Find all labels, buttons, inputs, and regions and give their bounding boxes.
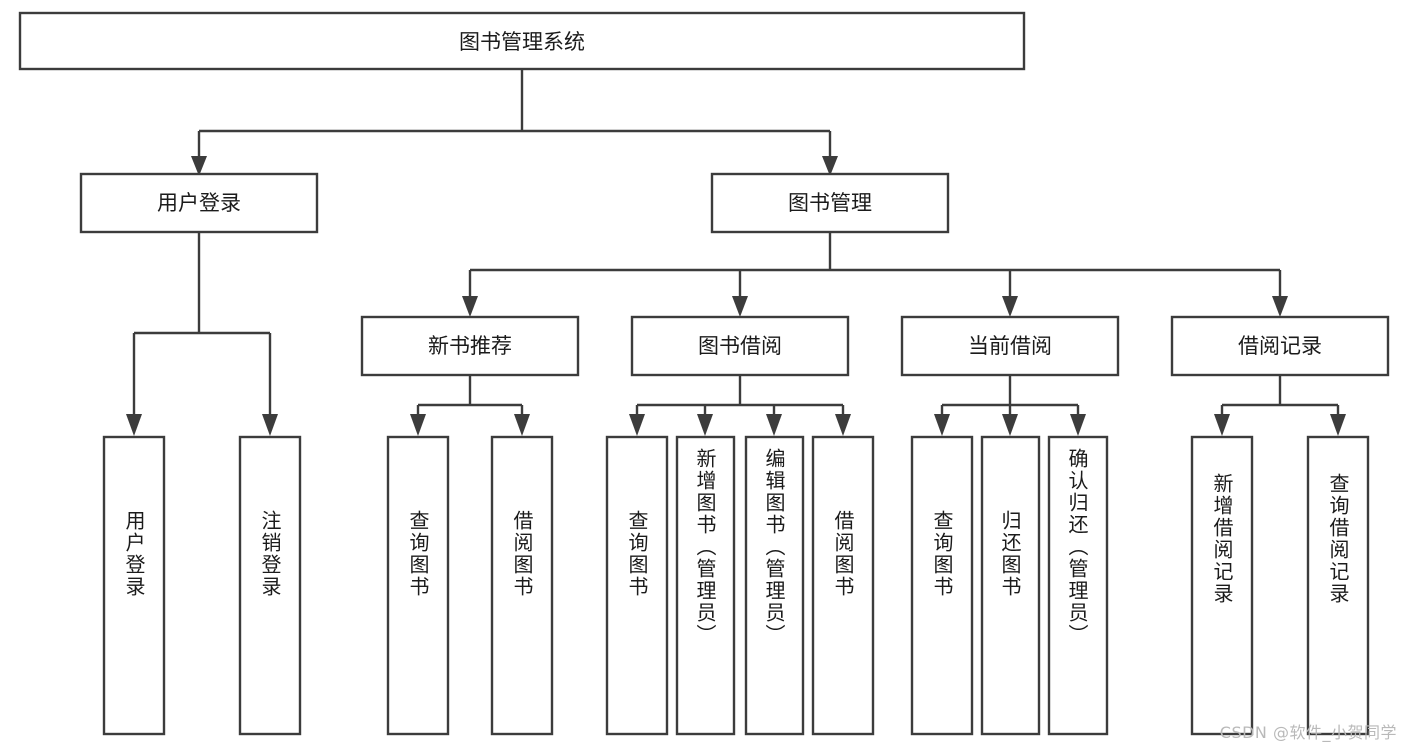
node-box-leaf-query-book-2[interactable]: [605, 435, 669, 736]
node-box-leaf-add-record[interactable]: [1190, 435, 1254, 736]
node-box-book-management[interactable]: [710, 172, 950, 234]
node-box-root[interactable]: [18, 11, 1026, 71]
connector-group-root: [191, 69, 838, 176]
arrow-head-user-login: [191, 156, 207, 176]
connector-group-book-borrow: [629, 375, 851, 436]
arrow-head-leaf-add-book: [697, 414, 713, 436]
arrow-head-leaf-query-book-3: [934, 414, 950, 436]
node-box-leaf-confirm-return[interactable]: [1047, 435, 1109, 736]
arrow-head-new-book-recommend: [462, 296, 478, 317]
arrow-head-borrow-record: [1272, 296, 1288, 317]
node-label-root: 图书管理系统: [459, 30, 585, 54]
arrow-head-leaf-query-book-1: [410, 414, 426, 436]
arrow-head-current-borrow: [1002, 296, 1018, 317]
node-label-new-book-recommend: 新书推荐: [428, 334, 512, 358]
node-label-book-borrow: 图书借阅: [698, 334, 782, 358]
csdn-watermark: CSDN @软件_小贺同学: [1219, 723, 1397, 742]
node-label-user-login: 用户登录: [157, 191, 241, 215]
node-box-current-borrow[interactable]: [900, 315, 1120, 377]
node-box-leaf-add-book[interactable]: [675, 435, 736, 736]
connector-group-new-book-recommend: [410, 375, 530, 436]
node-box-leaf-query-record[interactable]: [1306, 435, 1370, 736]
node-box-leaf-return-book[interactable]: [980, 435, 1041, 736]
connector-group-user-login: [126, 232, 278, 436]
node-box-borrow-record[interactable]: [1170, 315, 1390, 377]
connector-group-book-mgmt: [462, 232, 1288, 317]
arrow-head-leaf-add-record: [1214, 414, 1230, 436]
node-label-borrow-record: 借阅记录: [1238, 334, 1322, 358]
arrow-head-leaf-user-login: [126, 414, 142, 436]
node-box-leaf-query-book-1[interactable]: [386, 435, 450, 736]
connector-group-current-borrow: [934, 375, 1086, 436]
node-box-leaf-logout[interactable]: [238, 435, 302, 736]
arrow-head-book-borrow: [732, 296, 748, 317]
arrow-head-leaf-borrow-book-2: [835, 414, 851, 436]
node-label-current-borrow: 当前借阅: [968, 334, 1052, 358]
node-box-new-book-recommend[interactable]: [360, 315, 580, 377]
arrow-head-leaf-query-record: [1330, 414, 1346, 436]
arrow-head-book-mgmt: [822, 156, 838, 176]
node-box-leaf-borrow-book-2[interactable]: [811, 435, 875, 736]
arrow-head-leaf-logout: [262, 414, 278, 436]
connector-group-borrow-record: [1214, 375, 1346, 436]
node-label-book-management: 图书管理: [788, 191, 872, 215]
node-box-leaf-borrow-book-1[interactable]: [490, 435, 554, 736]
arrow-head-leaf-return-book: [1002, 414, 1018, 436]
arrow-head-leaf-confirm-return: [1070, 414, 1086, 436]
node-box-leaf-edit-book[interactable]: [744, 435, 805, 736]
node-box-book-borrow[interactable]: [630, 315, 850, 377]
node-box-leaf-query-book-3[interactable]: [910, 435, 974, 736]
node-box-leaf-user-login[interactable]: [102, 435, 166, 736]
node-box-user-login[interactable]: [79, 172, 319, 234]
arrow-head-leaf-borrow-book-1: [514, 414, 530, 436]
arrow-head-leaf-edit-book: [766, 414, 782, 436]
arrow-head-leaf-query-book-2: [629, 414, 645, 436]
